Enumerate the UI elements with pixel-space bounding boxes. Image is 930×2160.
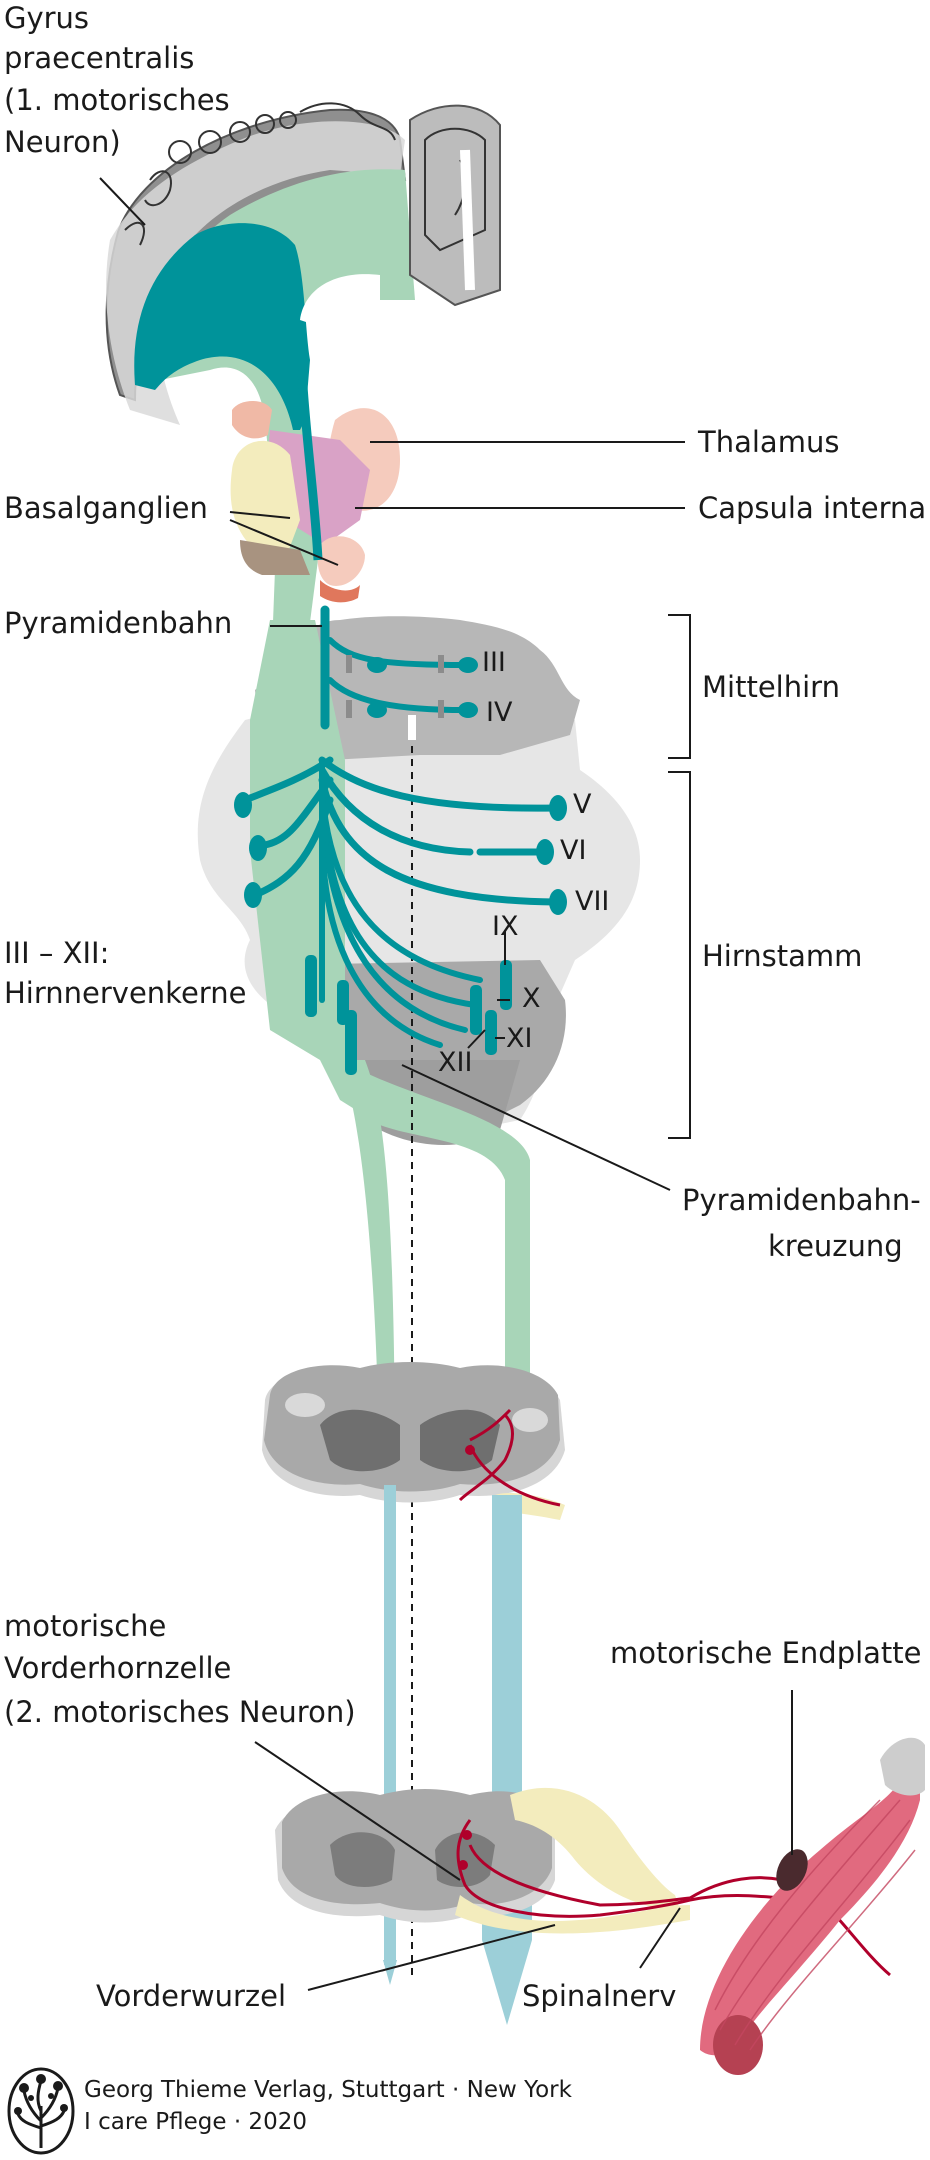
- nerve-label-x: X: [522, 983, 541, 1014]
- brainstem-section: [197, 605, 691, 1980]
- nerve-label-xii: XII: [438, 1047, 473, 1078]
- axon-endpoints: [458, 1445, 475, 1870]
- nerve-label-iii: III: [482, 647, 506, 678]
- vorderhornzelle-label-line3: (2. motorisches Neuron): [4, 1695, 356, 1729]
- hirnnervenkerne-label-line2: Hirnnervenkerne: [4, 976, 247, 1010]
- hirnnervenkerne-label-line1: III – XII:: [4, 936, 110, 970]
- anterior-root: [455, 1895, 690, 1934]
- descending-tracts-lower: [383, 1485, 532, 2025]
- hirnstamm-bracket: [668, 771, 691, 1139]
- cranial-nerve-fibers: [241, 605, 559, 1048]
- gyrus-label-line1: Gyrus: [4, 1, 90, 35]
- cortex-rim: [106, 121, 405, 425]
- vorderwurzel-label: Vorderwurzel: [96, 1979, 287, 2013]
- cortex-right-block: [409, 104, 501, 307]
- leader-lines: [229, 441, 793, 1991]
- mittelhirn-label: Mittelhirn: [702, 670, 840, 704]
- homunculus-outline: [124, 102, 396, 246]
- gyrus-label-line3: (1. motorisches: [4, 83, 230, 117]
- nerve-label-ix: IX: [492, 911, 519, 942]
- spinal-cord-lower: [275, 1408, 891, 1977]
- vorderhornzelle-label-line1: motorische: [4, 1609, 167, 1643]
- hirnstamm-label: Hirnstamm: [702, 939, 863, 973]
- pyramidenbahnkreuzung-label-line1: Pyramidenbahn-: [682, 1183, 921, 1217]
- nerve-label-xi: XI: [506, 1023, 533, 1054]
- muscle: [700, 1737, 925, 2075]
- cranial-nerve-nuclei: [234, 657, 567, 1075]
- basalganglien-label: Basalganglien: [4, 491, 208, 525]
- nerve-label-vi: VI: [560, 835, 587, 866]
- nerve-label-v: V: [573, 789, 592, 820]
- endplatte-label: motorische Endplatte: [610, 1636, 922, 1670]
- cortex-neuron-fan: [134, 223, 310, 440]
- spinalnerv-label: Spinalnerv: [522, 1979, 677, 2013]
- thalamus-label: Thalamus: [698, 425, 840, 459]
- vorderhornzelle-label-line2: Vorderhornzelle: [4, 1651, 232, 1685]
- nerve-label-iv: IV: [486, 697, 513, 728]
- motor-endplate-marker: [776, 1849, 808, 1891]
- nucleus-markers: [346, 655, 444, 718]
- gyrus-label-line2: praecentralis: [4, 41, 195, 75]
- basal-ganglia-shape: [230, 440, 300, 560]
- pyramidenbahnkreuzung-label-line2: kreuzung: [768, 1229, 903, 1263]
- spinal-cord-upper: [262, 1362, 565, 1520]
- pyramidenbahn-label: Pyramidenbahn: [4, 606, 233, 640]
- mittelhirn-bracket: [668, 614, 691, 759]
- cortex-section: [99, 102, 501, 470]
- credit-publisher: Georg Thieme Verlag, Stuttgart · New Yor…: [84, 2077, 572, 2103]
- credit-book: I care Pflege · 2020: [84, 2109, 307, 2135]
- thieme-tree-logo: [7, 2067, 75, 2155]
- capsula-interna-label: Capsula interna: [698, 491, 927, 525]
- nerve-label-vii: VII: [575, 886, 610, 917]
- gyrus-label-line4: Neuron): [4, 125, 121, 159]
